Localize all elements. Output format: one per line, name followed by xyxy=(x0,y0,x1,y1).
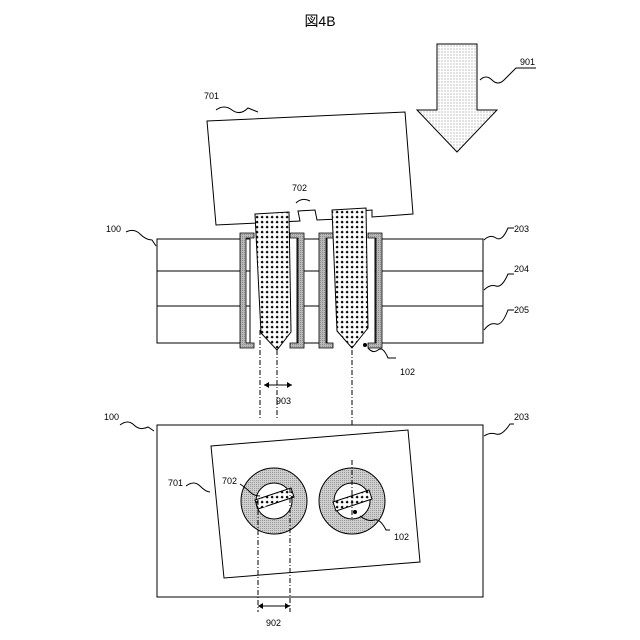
label-204: 204 xyxy=(514,264,529,274)
figure-title: 図4B xyxy=(304,13,335,29)
contact-102-plan xyxy=(353,510,357,514)
label-702-top: 702 xyxy=(292,183,307,193)
label-203-bottom: 203 xyxy=(514,412,529,422)
via-ring-left xyxy=(241,468,307,534)
dimension-902: 902 xyxy=(258,603,290,628)
label-702-bottom: 702 xyxy=(222,476,237,486)
label-102-top: 102 xyxy=(400,367,415,377)
contact-102-side xyxy=(363,343,367,347)
label-701-bottom: 701 xyxy=(168,478,183,488)
label-102-bottom: 102 xyxy=(394,532,409,542)
block-701-side: 701 xyxy=(204,91,413,225)
label-205: 205 xyxy=(514,305,529,315)
label-701-top: 701 xyxy=(204,91,219,101)
dimension-903: 903 xyxy=(264,382,292,406)
label-903: 903 xyxy=(276,396,291,406)
label-902: 902 xyxy=(266,618,281,628)
label-901: 901 xyxy=(520,57,535,67)
label-203-top: 203 xyxy=(514,224,529,234)
label-100-top: 100 xyxy=(106,224,121,234)
label-100-bottom: 100 xyxy=(104,412,119,422)
press-arrow-901: 901 xyxy=(417,44,536,152)
